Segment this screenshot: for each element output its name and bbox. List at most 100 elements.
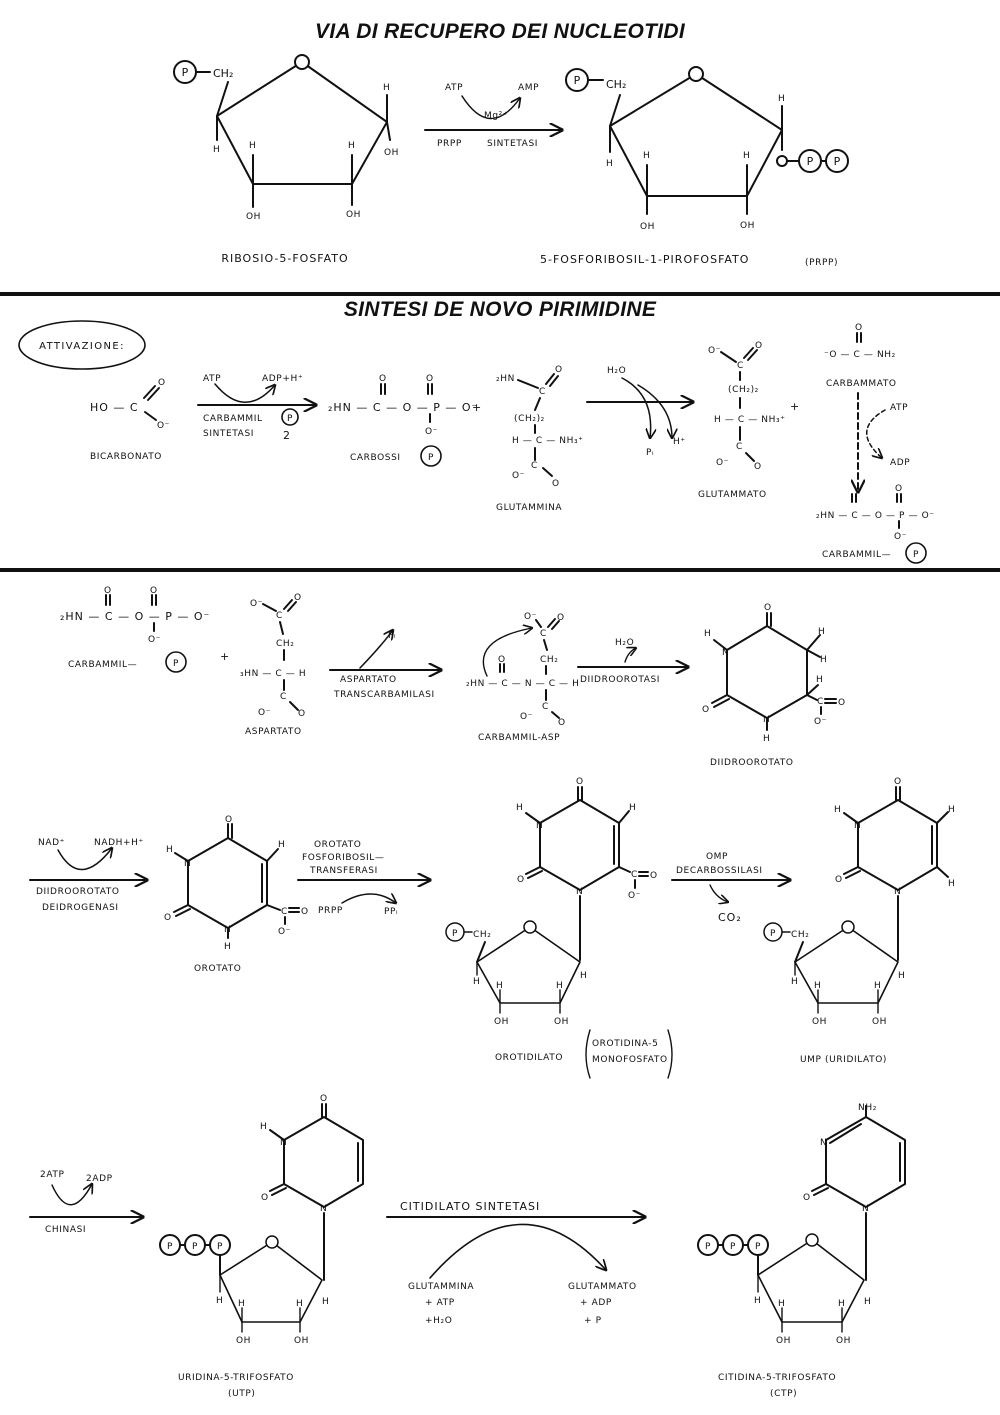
enzyme-label: TRANSFERASI	[309, 866, 378, 876]
ring-oxygen	[523, 920, 537, 934]
enzyme-label: CITIDILATO SINTETASI	[400, 1200, 540, 1213]
glutamine: ₂HN C O (CH₂)₂ H — C — NH₃⁺ C O⁻ O	[496, 365, 583, 489]
ctp-label: CITIDINA-5-TRIFOSFATO	[718, 1373, 836, 1383]
phosphate-symbol: P	[167, 1242, 173, 1252]
h-label: H	[383, 83, 390, 93]
pi-label: Pᵢ	[388, 631, 396, 641]
alpha-carbon: H — C — NH₃⁺	[714, 415, 786, 425]
enzyme-label: DEIDROGENASI	[42, 903, 119, 913]
adp-label: ADP	[890, 458, 910, 468]
n-label: N	[576, 887, 583, 897]
h-label: H	[763, 734, 770, 744]
n-label: N	[894, 887, 901, 897]
bicarbonate-formula: HO — C	[90, 401, 139, 414]
prpp-label: 5-FOSFORIBOSIL-1-PIROFOSFATO	[540, 253, 749, 266]
h-label: H	[556, 981, 563, 991]
kinase-step: 2ATP 2ADP CHINASI	[29, 1170, 143, 1235]
h-label: H	[278, 840, 285, 850]
aspartate-label: ASPARTATO	[245, 727, 302, 737]
h-label: H	[629, 803, 636, 813]
o-minus-label: O⁻	[520, 712, 533, 722]
o-label: O	[803, 1193, 811, 1203]
nad-label: NAD⁺	[38, 838, 65, 848]
c-label: C	[531, 461, 538, 471]
phosphate-symbol: P	[574, 74, 581, 87]
omp-decarboxylase-step: OMP DECARBOSSILASI CO₂	[671, 852, 790, 924]
o-label: O	[754, 462, 762, 472]
o-minus-label: O⁻	[814, 717, 827, 727]
oh-label: OH	[872, 1017, 887, 1027]
o-label: O	[558, 718, 566, 728]
double-bond	[829, 1123, 862, 1144]
o-label: O	[150, 586, 158, 596]
ribose-ring	[794, 926, 899, 1004]
enzyme-label: OMP	[706, 852, 728, 862]
phosphate-symbol: P	[730, 1242, 736, 1252]
dihydroorotate: O H N O N H H H H C O O⁻	[702, 603, 846, 744]
c-label: C	[539, 387, 546, 397]
adp-label: ADP+H⁺	[262, 374, 303, 384]
h-label: H	[754, 1296, 761, 1306]
dihydroorotase-step: H₂O DIIDROOROTASI	[577, 638, 688, 685]
c-label: C	[280, 692, 287, 702]
h2o-input: +H₂O	[425, 1316, 452, 1326]
h-label: H	[864, 1297, 871, 1307]
ribose-ring	[219, 1241, 323, 1323]
ump-label: UMP (URIDILATO)	[800, 1055, 887, 1065]
o-label: O	[755, 341, 763, 351]
oh-label: OH	[836, 1336, 851, 1346]
o-minus-label: O⁻	[894, 532, 907, 542]
phosphate-symbol: P	[182, 66, 189, 79]
phosphate-symbol: P	[287, 414, 293, 424]
enzyme-label: CHINASI	[45, 1225, 86, 1235]
omp-note: MONOFOSFATO	[592, 1055, 668, 1065]
carboxy-phosphate: ₂HN — C — O — P — O⁻ O O O⁻	[328, 374, 477, 437]
glutamate: O⁻ C O (CH₂)₂ H — C — NH₃⁺ C O⁻ O	[708, 341, 786, 472]
ctp-structure: NH₂ N O N P P P H H OH H OH H	[697, 1103, 906, 1346]
carbamyl-aspartate: O⁻ C O CH₂ ₂HN — C — N — C — H O C O⁻ O	[466, 612, 579, 728]
uridylate: O H N O N H H P CH₂ H H OH H OH H	[763, 777, 955, 1027]
o-label: O	[576, 777, 584, 787]
ribose-5-phosphate-label: RIBOSIO-5-FOSFATO	[221, 252, 348, 265]
ch2-label: CH₂	[540, 655, 558, 665]
orotate-phosphoribosyltransferase-step: OROTATO FOSFORIBOSIL— TRANSFERASI PRPP P…	[297, 840, 430, 917]
carbamate-formula: ⁻O — C — NH₂	[824, 350, 896, 360]
pyrimidine-ring	[539, 799, 620, 891]
h-label: H	[224, 942, 231, 952]
glutamine-input: GLUTAMMINA	[408, 1282, 474, 1292]
oh-label: OH	[246, 212, 261, 222]
ch2-chain: (CH₂)₂	[514, 414, 545, 424]
oh-label: OH	[236, 1336, 251, 1346]
o-label: O	[838, 698, 846, 708]
salvage-title: VIA DI RECUPERO DEI NUCLEOTIDI	[315, 20, 685, 43]
pyrimidine-ring	[187, 837, 268, 929]
ring-oxygen	[841, 920, 855, 934]
o-label: O	[164, 913, 172, 923]
phosphate-symbol: P	[217, 1242, 223, 1252]
oh-label: OH	[640, 222, 655, 232]
h-label: H	[238, 1299, 245, 1309]
h-label: H	[834, 805, 841, 815]
h-label: H	[814, 981, 821, 991]
bicarbonate-label: BICARBONATO	[90, 452, 162, 462]
c-label: C	[276, 611, 283, 621]
orotate: O H N O N H H C O O⁻	[164, 815, 308, 952]
o-minus-label: O⁻	[258, 708, 271, 718]
o-label: O	[895, 484, 903, 494]
h-label: H	[249, 141, 256, 151]
o-minus-label: O⁻	[716, 458, 729, 468]
h-label: H	[948, 879, 955, 889]
h-label: H	[643, 151, 650, 161]
oh-label: OH	[294, 1336, 309, 1346]
o-label: O	[764, 603, 772, 613]
h-label: H	[818, 627, 825, 637]
h-label: H	[743, 151, 750, 161]
oh-label: OH	[776, 1336, 791, 1346]
enzyme-label: DIIDROOROTATO	[36, 887, 120, 897]
mg-label: Mg²⁺	[484, 111, 508, 121]
carbamate-kinase-step: ATP ADP	[858, 392, 910, 492]
ch2-chain: (CH₂)₂	[728, 385, 759, 395]
carbamyl-synthetase-step: ATP ADP+H⁺ CARBAMMIL P SINTETASI 2	[197, 374, 316, 442]
pyrimidine-ring	[857, 799, 938, 891]
adp-label: 2ADP	[86, 1174, 113, 1184]
